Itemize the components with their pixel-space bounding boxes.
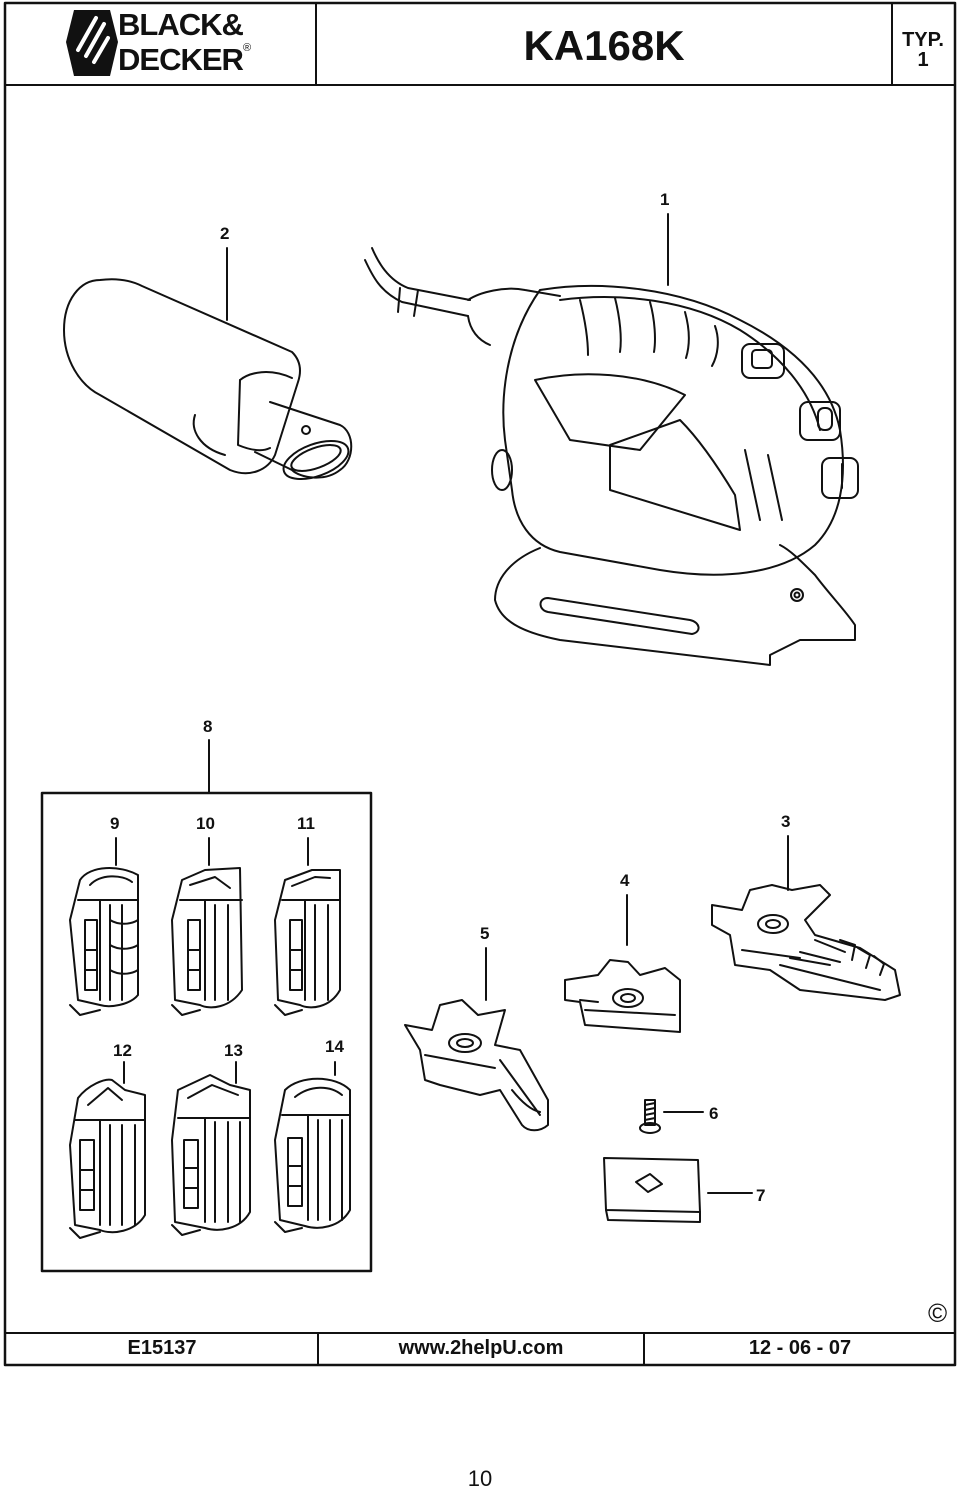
type-label-block: TYP. 1 [892,30,954,70]
registered-mark: ® [243,42,252,54]
callout-9: 9 [110,814,120,833]
callout-13: 13 [224,1041,243,1060]
callout-4: 4 [620,871,630,890]
document-code: E15137 [127,1337,197,1359]
callout-2: 2 [220,224,230,243]
page-number: 10 [467,1466,493,1491]
sanding-pad-part [603,1157,701,1223]
model-number: KA168K [523,22,685,69]
finger-attachment-part [404,999,549,1132]
callout-3: 3 [781,812,791,831]
attachment-10 [171,867,243,1016]
dust-bag-part [63,278,353,481]
brand-logo-mark [66,10,118,76]
callout-11: 11 [297,814,315,833]
sanding-plate-part [564,959,681,1033]
attachment-12 [69,1078,146,1239]
page-border [3,1,957,1367]
attachment-11 [274,869,341,1016]
attachment-14 [274,1077,351,1233]
callout-5: 5 [480,924,490,943]
callout-1: 1 [660,190,670,209]
copyright-symbol: © [928,1298,948,1328]
callout-7: 7 [756,1186,766,1205]
attachment-kit-box [40,791,373,1273]
brand-name-line1: BLACK& [118,7,244,42]
base-plate-part [711,884,901,1001]
brand-name-line2: DECKER [118,42,244,77]
callout-8: 8 [203,717,213,736]
attachment-9 [69,867,139,1016]
support-url: www.2helpU.com [398,1337,564,1359]
attachment-13 [171,1074,251,1236]
callout-14: 14 [325,1037,344,1056]
type-number: 1 [917,49,929,71]
callout-12: 12 [113,1041,132,1060]
document-date: 12 - 06 - 07 [748,1337,852,1359]
callout-10: 10 [196,814,215,833]
screw-part [639,1099,661,1134]
sander-main-unit [364,247,859,666]
callout-6: 6 [709,1104,719,1123]
type-label: TYP. [902,29,944,51]
